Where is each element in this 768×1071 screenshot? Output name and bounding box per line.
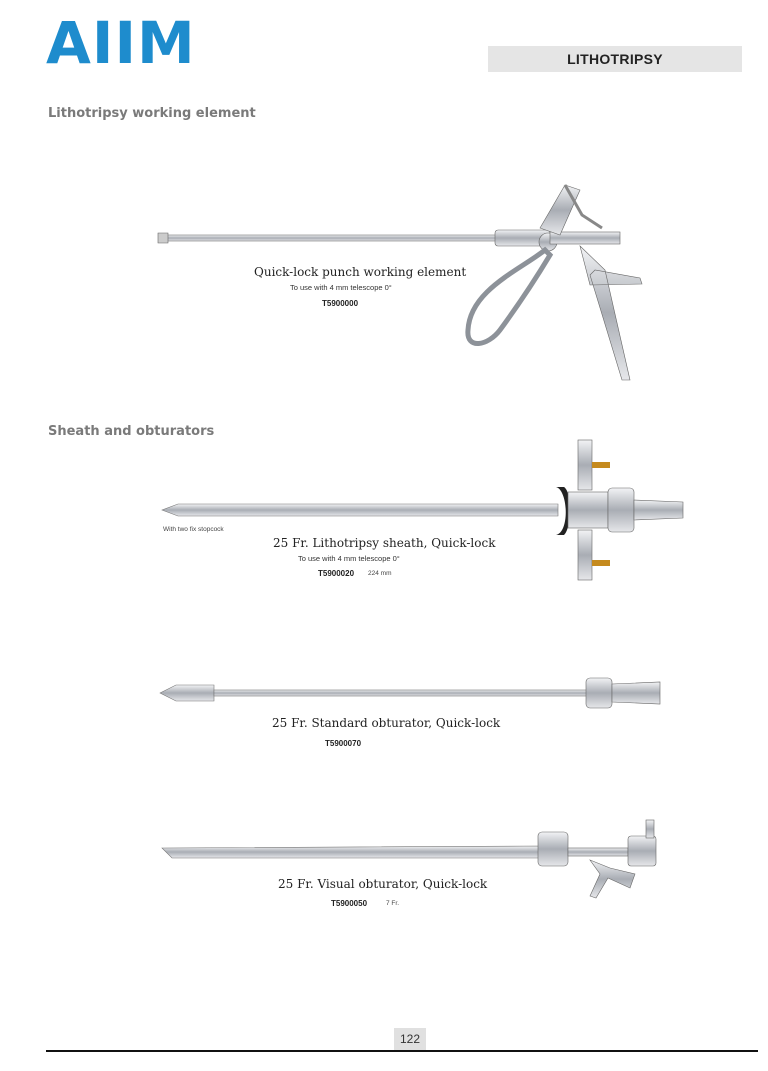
visual-obturator-icon	[161, 819, 657, 899]
lithotripsy-sheath-icon	[161, 439, 684, 581]
section-title-badge: LITHOTRIPSY	[488, 46, 742, 72]
product-title: 25 Fr. Lithotripsy sheath, Quick-lock	[273, 536, 496, 550]
product-title: 25 Fr. Standard obturator, Quick-lock	[272, 716, 501, 730]
product-code: T5900020	[318, 569, 355, 578]
product-code: T5900000	[322, 299, 359, 308]
product-size: 224 mm	[368, 570, 392, 577]
product-subtitle: To use with 4 mm telescope 0°	[298, 554, 400, 563]
section-heading-working-element: Lithotripsy working element	[48, 106, 256, 121]
product-note: With two fix stopcock	[163, 526, 224, 533]
product-code: T5900050	[331, 899, 368, 908]
product-title: Quick-lock punch working element	[254, 265, 467, 279]
standard-obturator-icon	[159, 677, 661, 709]
product-subtitle: To use with 4 mm telescope 0°	[290, 283, 392, 292]
product-title: 25 Fr. Visual obturator, Quick-lock	[278, 877, 488, 891]
product-size: 7 Fr.	[386, 900, 400, 907]
section-heading-sheath-obturators: Sheath and obturators	[48, 424, 215, 439]
punch-working-element-icon	[157, 184, 643, 381]
footer-rule	[46, 1050, 758, 1052]
product-code: T5900070	[325, 739, 362, 748]
page-number: 122	[394, 1028, 426, 1050]
brand-logo: AIIM	[46, 9, 196, 77]
